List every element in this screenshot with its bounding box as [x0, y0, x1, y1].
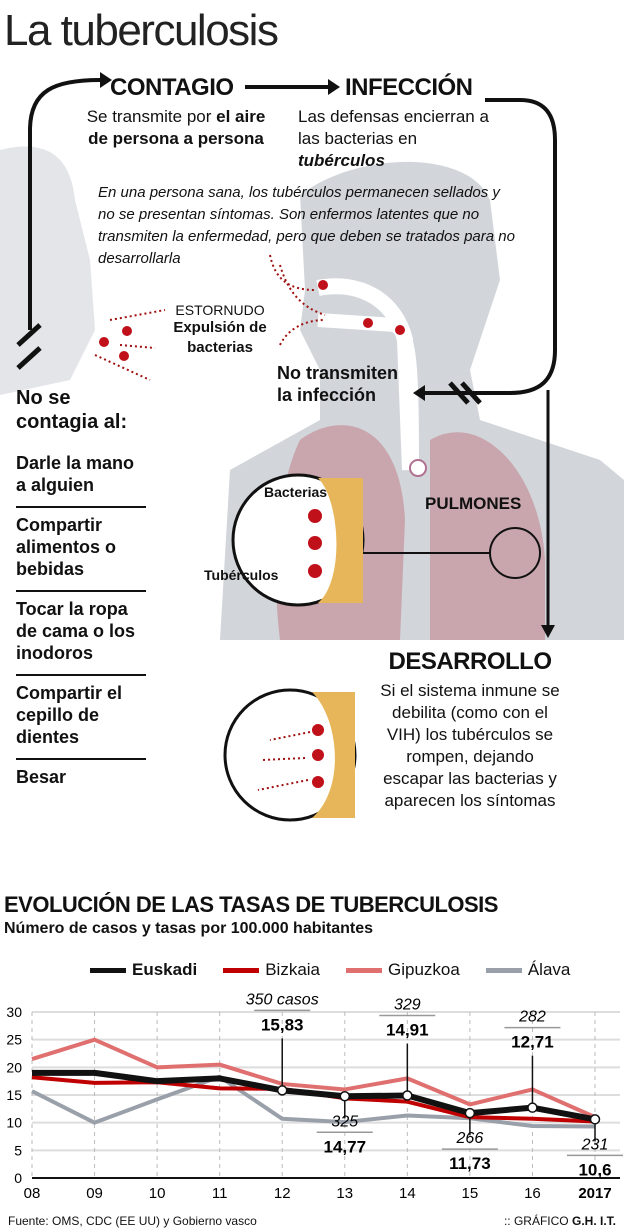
sneeze-detail: Expulsión de bacterias [173, 319, 267, 356]
right-lung [430, 432, 545, 640]
data-point-marker [589, 1114, 601, 1125]
y-tick-label: 30 [6, 1004, 22, 1020]
y-tick-label: 25 [6, 1032, 22, 1048]
infeccion-text-bold: tubérculos [298, 151, 385, 170]
contagio-text: Se transmite por el aire de persona a pe… [86, 106, 266, 150]
annotation-cases: 231 [581, 1136, 609, 1153]
x-tick-label: 15 [462, 1185, 479, 1202]
x-tick-label: 09 [86, 1185, 103, 1202]
data-point-marker [276, 1085, 288, 1096]
credit-prefix: :: GRÁFICO [503, 1214, 572, 1228]
x-tick-label: 14 [399, 1185, 416, 1202]
x-tick-label: 10 [149, 1185, 166, 1202]
y-tick-label: 10 [6, 1115, 22, 1131]
list-item: Compartir el cepillo de dientes [16, 676, 146, 760]
data-point-marker [402, 1090, 413, 1101]
lung-zoom-circle [231, 473, 541, 607]
chart-subtitle: Número de casos y tasas por 100.000 habi… [4, 920, 374, 937]
latent-note: En una persona sana, los tubérculos perm… [98, 184, 515, 267]
y-tick-label: 5 [14, 1142, 22, 1158]
pulmones-label: PULMONES [425, 494, 522, 513]
legend-swatch [90, 968, 126, 974]
y-tick-label: 20 [6, 1059, 22, 1075]
x-tick-label: 13 [336, 1185, 353, 1202]
legend-gipuzkoa: Gipuzkoa [346, 960, 460, 980]
x-tick-label: 2017 [578, 1185, 611, 1202]
tuberculos-label: Tubérculos [204, 567, 279, 583]
data-point-marker [339, 1091, 351, 1102]
legend-label: Álava [527, 960, 571, 979]
desarrollo-text: Si el sistema inmune se debilita (como c… [380, 681, 560, 810]
legend-label: Euskadi [132, 960, 198, 979]
contagio-heading: CONTAGIO [110, 74, 234, 101]
chart-legend: Euskadi Bizkaia Gipuzkoa Álava [90, 960, 570, 980]
legend-label: Bizkaia [265, 960, 321, 979]
contagio-text-bold: el aire de persona a persona [88, 107, 266, 148]
data-point-marker [464, 1107, 476, 1119]
cycle-arrow-left [28, 78, 101, 330]
infeccion-text: Las defensas encierran a las bacterias e… [298, 106, 498, 172]
credit: :: GRÁFICO G.H. I.T. [504, 1214, 616, 1228]
contagio-text-normal: Se transmite por [86, 107, 217, 126]
series-line-alava [31, 1074, 596, 1129]
y-tick-label: 15 [6, 1087, 22, 1103]
desarrollo-block: DESARROLLO Si el sistema inmune se debil… [380, 648, 560, 812]
legend-euskadi: Euskadi [90, 960, 197, 980]
bacterias-label: Bacterias [264, 484, 328, 500]
legend-bizkaia: Bizkaia [223, 960, 320, 980]
left-head-silhouette [0, 146, 95, 395]
annotation-rate: 14,77 [324, 1137, 367, 1156]
series-line-euskadi [32, 1069, 596, 1123]
annotation-rate: 11,73 [449, 1154, 491, 1173]
diagram-background [0, 72, 624, 822]
annotation-cases: 282 [518, 1009, 546, 1026]
legend-swatch [485, 968, 522, 974]
source-note: Fuente: OMS, CDC (EE UU) y Gobierno vasc… [8, 1214, 257, 1228]
no-transmit-label: No transmiten la infección [277, 363, 399, 405]
data-point-marker [527, 1102, 538, 1113]
list-item: Darle la mano a alguien [16, 446, 146, 508]
x-tick-label: 16 [524, 1185, 541, 1202]
annotation-cases: 350 casos [246, 991, 319, 1008]
chart-title: EVOLUCIÓN DE LAS TASAS DE TUBERCULOSIS [4, 892, 498, 917]
legend-label: Gipuzkoa [388, 960, 460, 979]
list-item: Compartir alimentos o bebidas [16, 508, 146, 592]
sneeze-label: ESTORNUDO Expulsión de bacterias [165, 302, 275, 358]
desarrollo-heading: DESARROLLO [388, 648, 553, 675]
infeccion-heading: INFECCIÓN [345, 74, 473, 101]
bacteria-dots [99, 280, 405, 361]
annotation-rate: 12,71 [511, 1033, 554, 1052]
legend-swatch [346, 968, 383, 974]
x-tick-label: 11 [212, 1185, 228, 1202]
sneeze-title: ESTORNUDO [175, 302, 265, 318]
x-tick-label: 12 [274, 1185, 291, 1202]
legend-alava: Álava [485, 960, 571, 980]
annotation-rate: 10,6 [578, 1160, 611, 1179]
cycle-arrow-right [425, 98, 557, 395]
no-contagia-list: No se contagia al: Darle la mano a algui… [16, 386, 146, 798]
credit-name: G.H. I.T. [571, 1214, 616, 1228]
annotation-cases: 329 [394, 996, 421, 1013]
series-line-gipuzkoa [31, 1037, 596, 1119]
development-circle [223, 688, 357, 822]
list-item: Besar [16, 767, 67, 787]
line-chart: 0 5 10 15 20 25 30 08 09 10 11 12 13 14 15 16 2017 350 ca… [6, 991, 623, 1202]
no-contagia-heading: No se contagia al: [16, 387, 128, 433]
legend-swatch [223, 968, 260, 974]
page-title: La tuberculosis [4, 6, 279, 55]
infeccion-text-normal: Las defensas encierran a las bacterias e… [298, 107, 489, 148]
annotation-rate: 14,91 [386, 1020, 429, 1039]
x-tick-label: 08 [24, 1185, 41, 1202]
y-tick-label: 0 [14, 1170, 22, 1186]
annotation-cases: 325 [331, 1113, 358, 1130]
list-item: Tocar la ropa de cama o los inodoros [16, 592, 146, 676]
annotation-cases: 266 [456, 1130, 484, 1147]
annotation-rate: 15,83 [261, 1015, 304, 1034]
